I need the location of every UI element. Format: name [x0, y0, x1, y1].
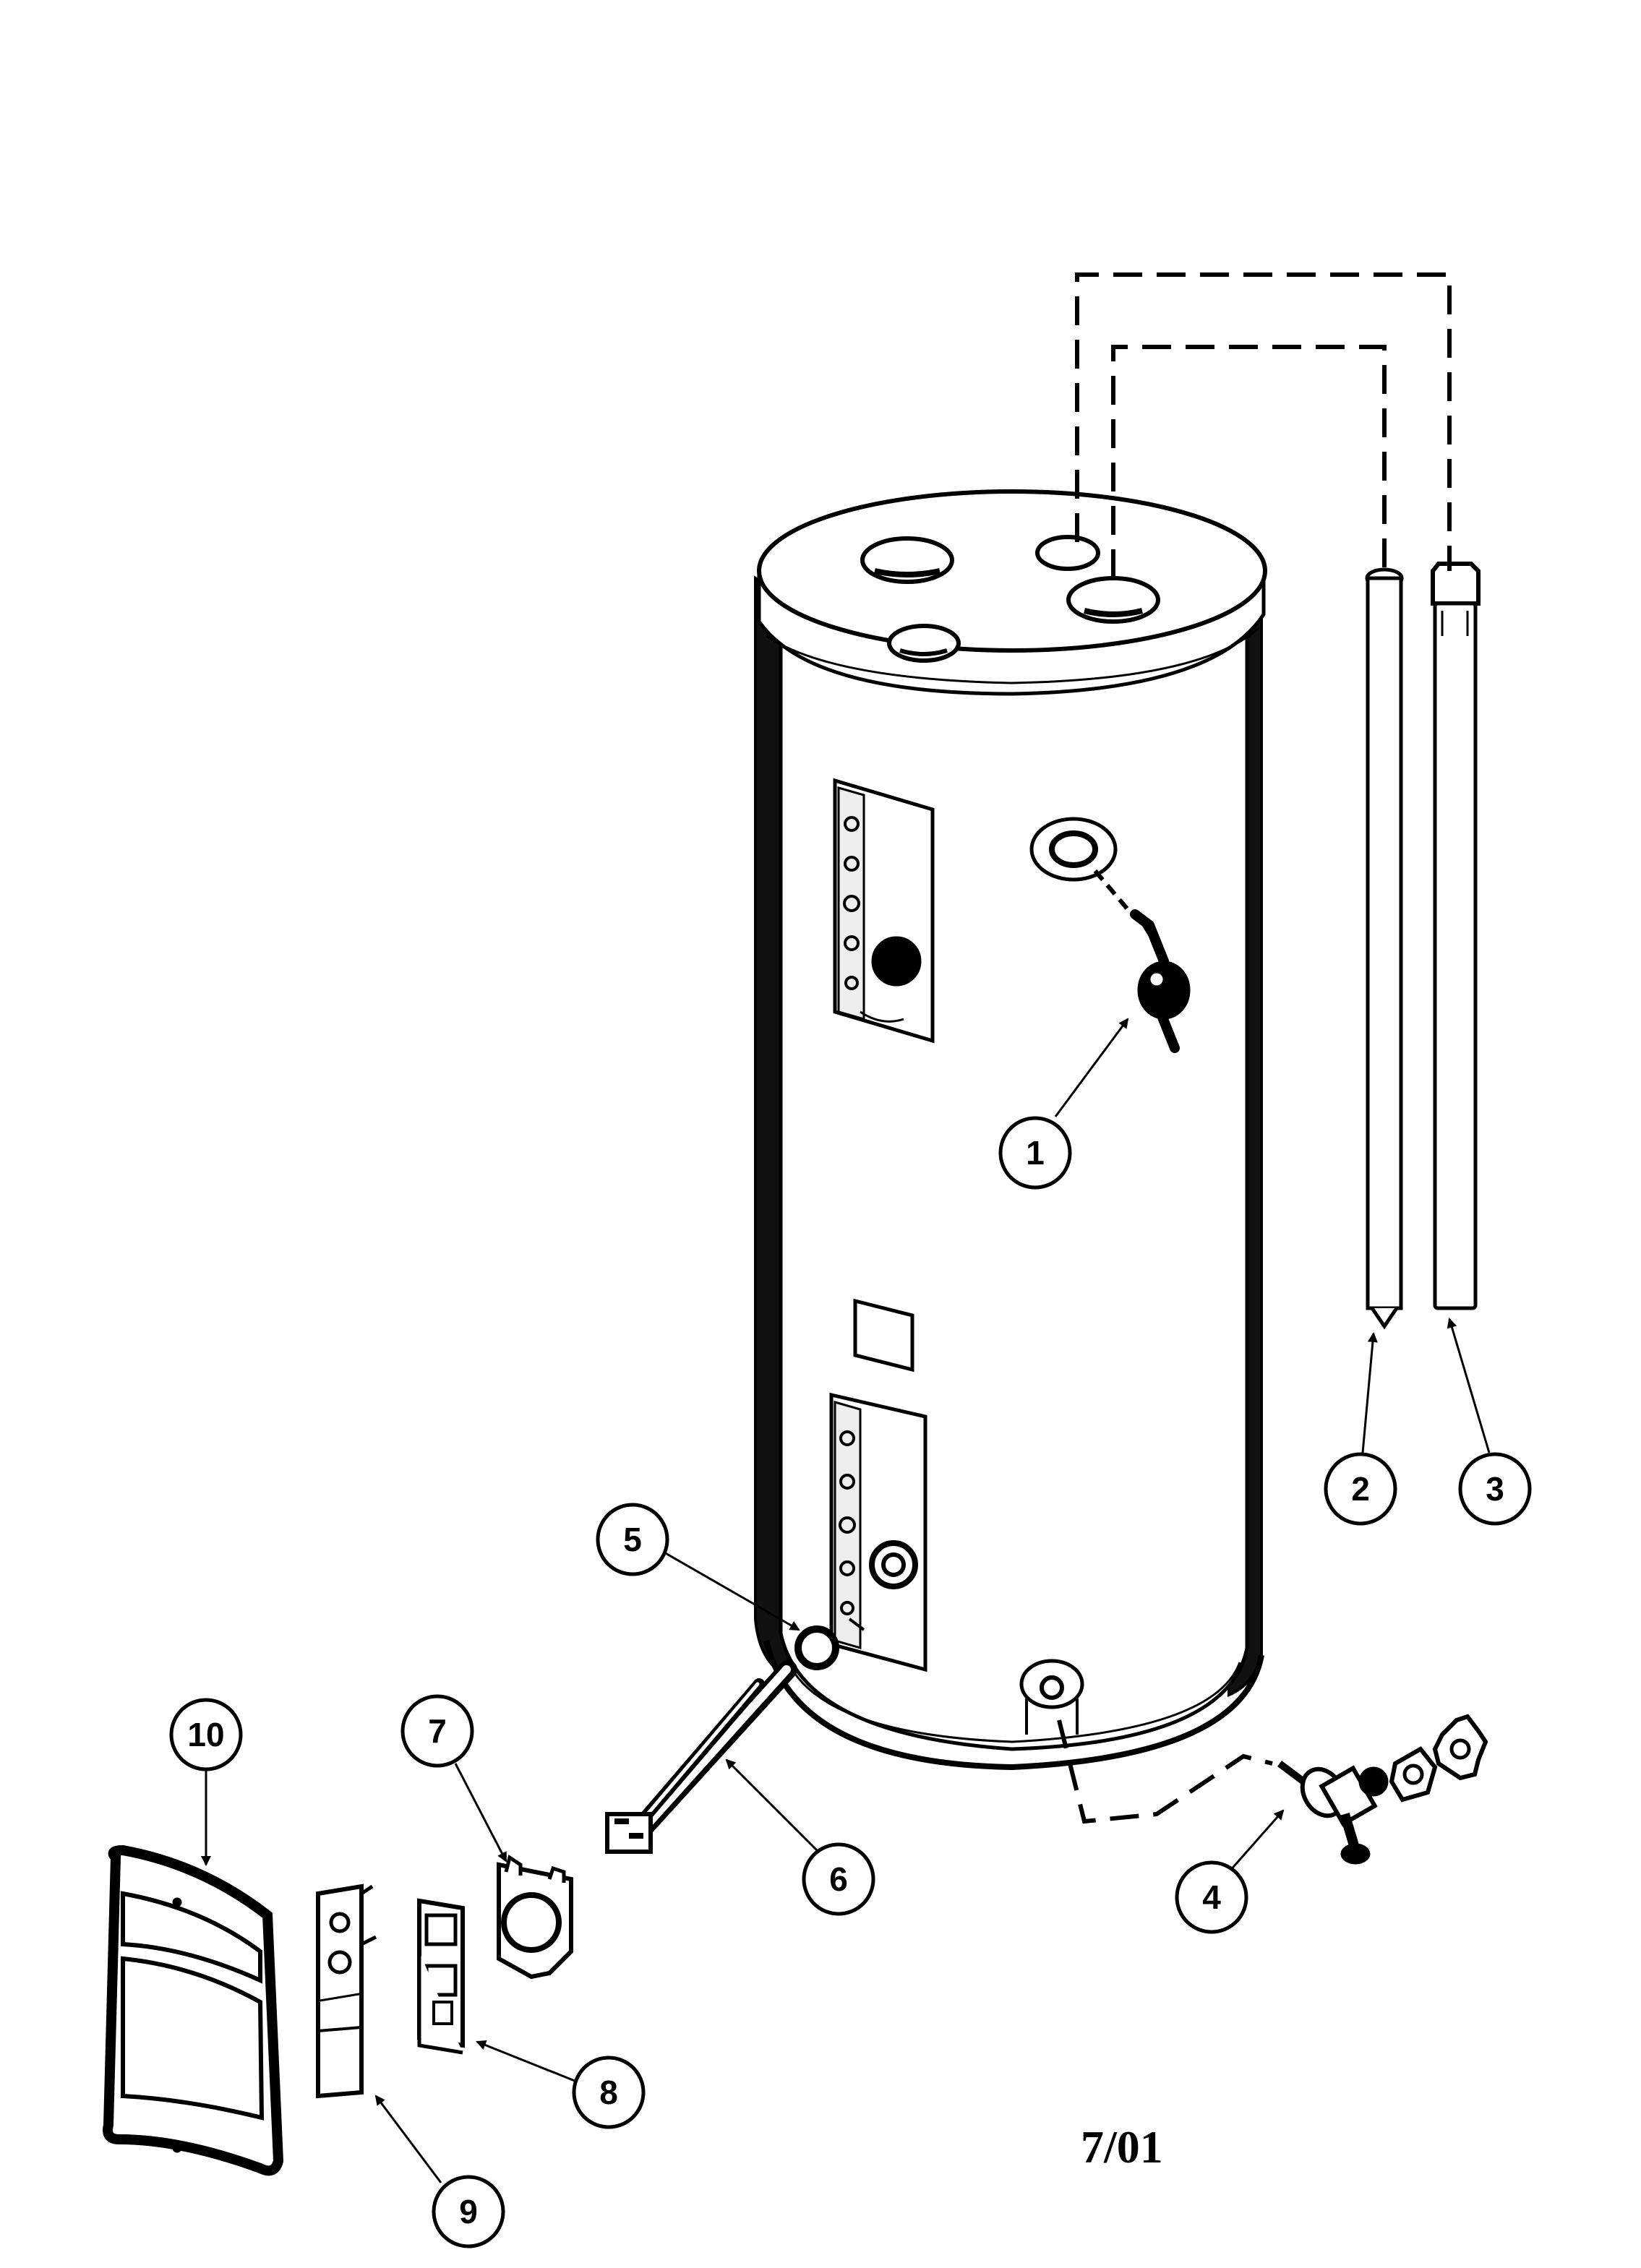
callout-10-label: 10 [187, 1716, 224, 1753]
drain-valve [1277, 1714, 1488, 1865]
callout-6: 6 [802, 1842, 875, 1916]
heating-element [605, 1660, 797, 1854]
callout-1: 1 [998, 1116, 1072, 1190]
callout-5: 5 [596, 1503, 669, 1576]
callout-1-label: 1 [1026, 1134, 1045, 1172]
callout-5-label: 5 [623, 1521, 642, 1558]
callout-4-label: 4 [1202, 1878, 1221, 1916]
anode-rod [1365, 567, 1404, 1330]
callout-7: 7 [400, 1694, 474, 1768]
dip-tube [1431, 562, 1481, 1310]
limit-bracket [316, 1883, 377, 2099]
revision-date: 7/01 [1081, 2121, 1163, 2173]
callout-8: 8 [572, 2056, 646, 2129]
callout-3: 3 [1458, 1452, 1532, 1526]
callout-9-label: 9 [459, 2193, 478, 2230]
temperature-pressure-valve [1093, 869, 1191, 1053]
access-cover [103, 1844, 284, 2176]
callout-10: 10 [169, 1698, 243, 1771]
callout-6-label: 6 [829, 1860, 848, 1898]
callout-2-label: 2 [1351, 1470, 1370, 1508]
dashed-connection-lines [1057, 272, 1452, 1824]
thermostat [417, 1898, 465, 2055]
callout-3-label: 3 [1486, 1470, 1504, 1508]
callout-7-label: 7 [428, 1712, 447, 1750]
thermostat-bracket [497, 1854, 573, 1980]
callout-8-label: 8 [599, 2074, 618, 2111]
callout-4: 4 [1175, 1860, 1248, 1934]
callout-2: 2 [1324, 1452, 1397, 1526]
element-gasket [794, 1625, 839, 1670]
callout-leaders [201, 1018, 1491, 2183]
callout-9: 9 [432, 2175, 505, 2248]
